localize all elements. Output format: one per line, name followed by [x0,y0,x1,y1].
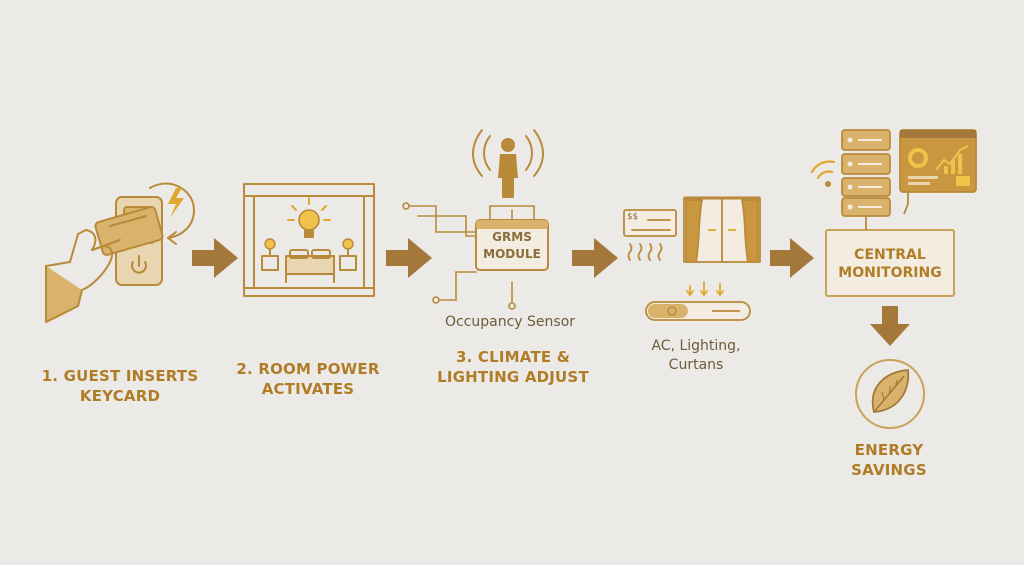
ac-unit-icon [623,209,677,261]
keycard-hand-icon [45,182,195,323]
wifi-icon [810,160,836,187]
lightning-icon [168,188,184,218]
grms-line1: GRMS [492,230,532,244]
control-slider-icon [645,281,751,321]
devices-line1: AC, Lighting, [651,338,741,354]
grms-wiring [402,202,535,310]
energy-savings-label: ENERGY SAVINGS [814,440,964,480]
central-line2: MONITORING [838,265,942,281]
devices-line2: Curtans [668,357,724,373]
curtain-window-icon [683,196,761,263]
central-monitoring-label: CENTRAL MONITORING [826,246,954,282]
flow-arrow [770,238,814,278]
bulb-icon [264,197,354,250]
step-3-line2: LIGHTING ADJUST [437,368,589,386]
leaf-icon [855,359,925,429]
step-1-line2: KEYCARD [79,387,161,405]
energy-line2: SAVINGS [851,461,927,479]
step-2-line2: ACTIVATES [261,380,355,398]
energy-line1: ENERGY [854,441,924,459]
person-sensor-icon [472,129,544,198]
step-3-label: 3. CLIMATE & LIGHTING ADJUST [418,347,608,387]
ac-display-text: $$ [627,212,638,222]
occupancy-sensor-label: Occupancy Sensor [444,314,576,330]
server-stack-icon [841,129,891,217]
room-icon [243,183,375,297]
step-2-label: 2. ROOM POWER ACTIVATES [218,359,398,399]
step-2-line1: 2. ROOM POWER [236,360,380,378]
step-1-label: 1. GUEST INSERTS KEYCARD [30,366,210,406]
grms-line2: MODULE [483,247,541,261]
flow-arrow [386,238,432,278]
central-monitoring-box [825,229,955,297]
central-line1: CENTRAL [854,247,926,263]
devices-label: AC, Lighting, Curtans [626,337,766,375]
flow-arrow [192,238,238,278]
step-1-line1: 1. GUEST INSERTS [41,367,199,385]
grms-module-label: GRMS MODULE [476,229,548,263]
step-3-line1: 3. CLIMATE & [455,348,571,366]
flow-arrow [572,238,618,278]
flow-arrow-down [870,306,910,346]
dashboard-monitor-icon [899,129,977,215]
